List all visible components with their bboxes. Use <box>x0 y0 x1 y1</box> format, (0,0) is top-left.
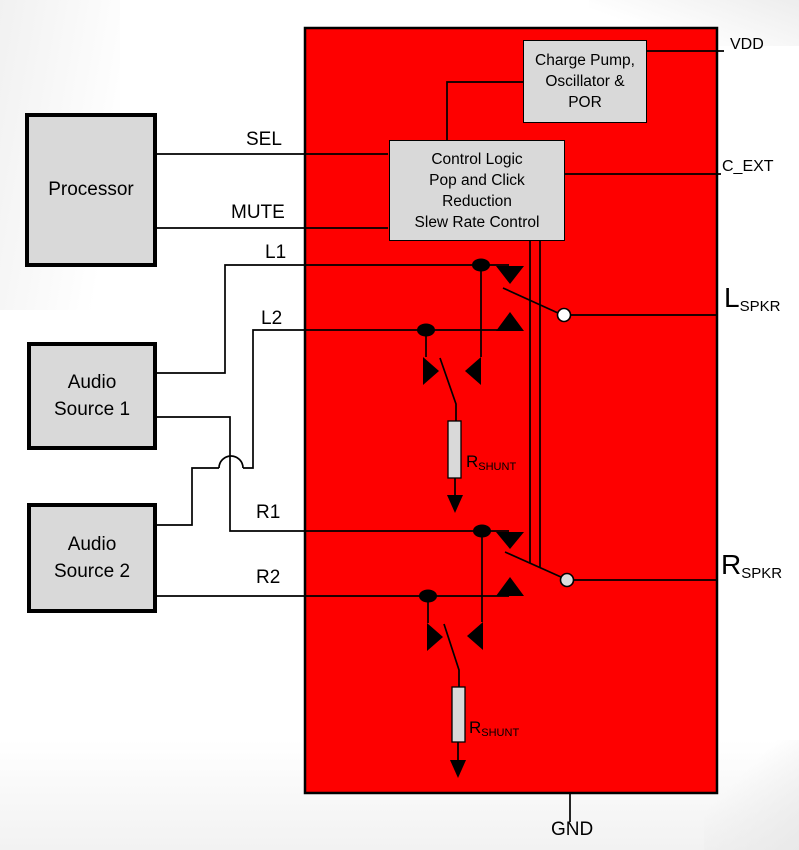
r1-junction-dot <box>473 524 491 538</box>
audio-source-1-block: Audio Source 1 <box>27 342 157 450</box>
wire-hop <box>218 455 244 469</box>
l1-wire <box>157 264 509 374</box>
l-spkr-sub: SPKR <box>739 298 781 315</box>
right-mute-switch-arm <box>443 623 460 687</box>
r-shunt-left-label: RSHUNT <box>466 452 517 473</box>
audio-source-1-line1: Audio <box>67 372 117 393</box>
r1-buffer-triangle-icon <box>496 532 524 549</box>
r1-label: R1 <box>256 502 281 523</box>
l1-label: L1 <box>265 242 287 263</box>
r-spkr-sub: SPKR <box>741 565 783 582</box>
l2-wire-a <box>157 467 219 526</box>
r-spkr-main: R <box>721 549 742 580</box>
gnd-pin-label: GND <box>551 819 594 840</box>
left-mute-switch-arm <box>439 357 457 421</box>
buffer-triangles <box>423 266 524 651</box>
right-ground-arrow-icon <box>450 760 466 778</box>
sel-label: SEL <box>246 129 282 150</box>
left-mute-left-triangle-icon <box>465 357 481 385</box>
l1-junction-dot <box>472 258 490 272</box>
l-spkr-contact <box>556 307 572 323</box>
wire-layer <box>157 50 724 822</box>
r-spkr-pin-label: RSPKR <box>721 549 783 582</box>
r2-label: R2 <box>256 567 281 588</box>
audio-source-2-line1: Audio <box>67 534 117 555</box>
mute-label: MUTE <box>231 202 285 223</box>
r-shunt-right-resistor <box>451 686 466 743</box>
r-shunt-left-sub: SHUNT <box>478 461 517 473</box>
l2-junction-dot <box>417 323 435 337</box>
right-mute-left-triangle-icon <box>467 622 483 650</box>
right-mute-right-triangle-icon <box>427 623 443 651</box>
right-select-switch-arm <box>504 551 562 578</box>
audio-source-2-block: Audio Source 2 <box>27 503 157 613</box>
junction-dots <box>417 258 491 603</box>
processor-block: Processor <box>25 113 157 267</box>
charge-pump-line1: Charge Pump, <box>535 52 635 69</box>
control-to-chargepump-wire <box>446 81 523 140</box>
control-logic-line1: Control Logic <box>431 150 523 168</box>
left-ground-arrow-icon <box>447 495 463 513</box>
r2-junction-dot <box>419 589 437 603</box>
l2-buffer-triangle-icon <box>496 312 524 331</box>
background-artifact <box>704 740 799 850</box>
processor-label: Processor <box>48 179 134 200</box>
control-logic-line3: Reduction <box>442 192 512 210</box>
r1-wire <box>157 416 509 532</box>
r2-buffer-triangle-icon <box>496 577 524 596</box>
audio-source-1-line2: Source 1 <box>53 399 131 420</box>
r-shunt-right-label: RSHUNT <box>469 718 520 739</box>
l-spkr-pin-label: LSPKR <box>724 282 781 315</box>
r-shunt-right-main: R <box>469 718 482 737</box>
left-select-switch-arm <box>502 287 559 314</box>
control-logic-line2: Pop and Click <box>429 171 525 189</box>
l2-label: L2 <box>261 308 283 329</box>
charge-pump-block: Charge Pump, Oscillator & POR <box>523 40 647 123</box>
r-spkr-contact <box>559 572 575 588</box>
r-shunt-right-sub: SHUNT <box>481 727 520 739</box>
r-shunt-left-main: R <box>466 452 479 471</box>
charge-pump-line3: POR <box>568 94 602 111</box>
c-ext-pin-label: C_EXT <box>722 158 774 175</box>
l-spkr-main: L <box>724 282 740 313</box>
audio-source-2-line2: Source 2 <box>53 561 131 582</box>
l1-buffer-triangle-icon <box>496 266 524 284</box>
r-shunt-left-resistor <box>447 420 462 479</box>
control-logic-block: Control Logic Pop and Click Reduction Sl… <box>389 140 565 241</box>
left-mute-right-triangle-icon <box>423 357 439 385</box>
vdd-pin-label: VDD <box>730 36 764 53</box>
control-logic-line4: Slew Rate Control <box>414 213 540 231</box>
l2-wire-b <box>243 329 509 469</box>
charge-pump-line2: Oscillator & <box>545 73 625 90</box>
